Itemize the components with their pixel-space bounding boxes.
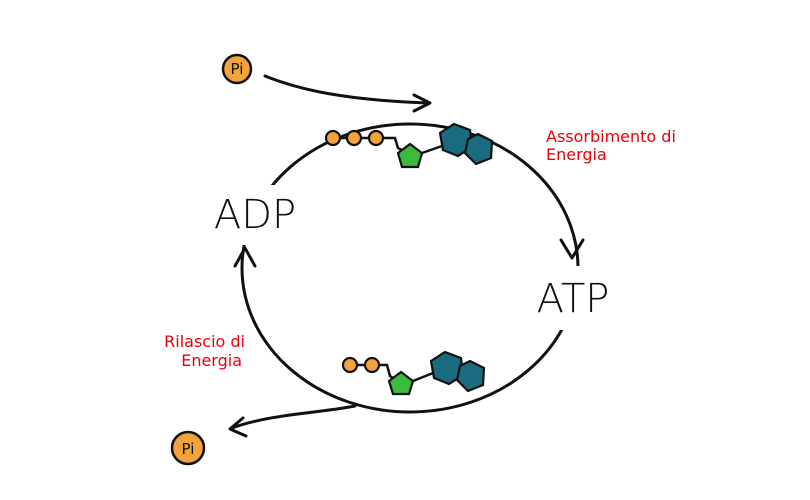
outgoing-phosphate-arrow	[230, 404, 357, 430]
adenine-ring-small	[463, 132, 494, 166]
adp-label: ADP	[214, 192, 296, 238]
incoming-arrowhead	[412, 93, 432, 113]
phosphate-group	[341, 356, 359, 374]
adenine-ring-small	[455, 359, 486, 393]
release-energy-label-line1: Rilascio di	[164, 332, 245, 351]
phosphate-label-bottom: Pi	[182, 440, 195, 458]
ring-gap-atp	[528, 266, 618, 330]
adenine-ring-large	[438, 122, 474, 158]
adp-molecule	[341, 350, 486, 396]
phosphate-group	[367, 129, 385, 147]
phosphate-label-top: Pi	[231, 60, 244, 78]
phosphate-group	[324, 129, 342, 147]
phosphate-badge-top: Pi	[221, 53, 253, 85]
atp-label: ATP	[537, 276, 610, 322]
atp-molecule	[324, 122, 494, 169]
outgoing-arrowhead	[228, 416, 248, 438]
release-energy-label-line2: Energia	[181, 351, 242, 370]
phosphate-badge-bottom: Pi	[170, 430, 206, 466]
ring-gap-adp	[215, 185, 295, 245]
phosphate-group	[345, 129, 363, 147]
incoming-phosphate-arrow	[263, 74, 430, 105]
adenine-ring-large	[429, 350, 465, 386]
release-arrowhead	[233, 246, 257, 268]
absorb-arrowhead	[559, 238, 585, 260]
absorb-energy-label-line1: Assorbimento di	[546, 127, 676, 146]
phosphate-group	[363, 356, 381, 374]
ribose-pentagon	[396, 142, 424, 169]
absorb-energy-label-line2: Energia	[546, 145, 607, 164]
ribose-pentagon	[387, 370, 415, 396]
